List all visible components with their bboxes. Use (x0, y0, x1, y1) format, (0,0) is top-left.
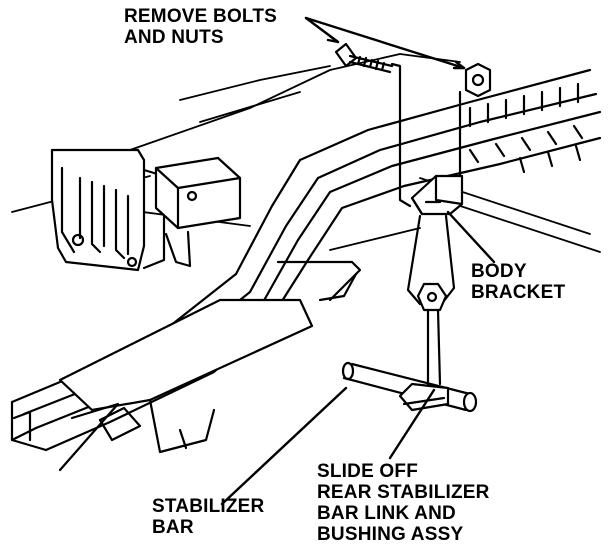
stabilizer-bar-link (406, 214, 456, 386)
callout-slide-off-line-2: REAR STABILIZER (317, 482, 490, 503)
bolt (334, 42, 412, 208)
body-bracket (410, 174, 464, 216)
callout-stabilizer-bar-line-2: BAR (152, 517, 194, 538)
callout-slide-off-line-4: BUSHING ASSY (317, 524, 464, 545)
crossmember (58, 260, 362, 472)
nut (458, 62, 492, 196)
callout-remove-bolts-line-1: REMOVE BOLTS (124, 6, 277, 27)
leader-lines (220, 16, 496, 506)
callout-remove-bolts-line-2: AND NUTS (124, 27, 224, 48)
callout-remove-bolts: REMOVE BOLTS AND NUTS (124, 6, 277, 48)
callout-slide-off-line-1: SLIDE OFF (317, 461, 419, 482)
callout-body-bracket-line-1: BODY (471, 261, 527, 282)
callout-slide-off-line-3: BAR LINK AND (317, 503, 456, 524)
spring-bracket (154, 156, 242, 268)
stabilizer-bar (341, 361, 478, 413)
callout-stabilizer-bar-line-1: STABILIZER (152, 496, 265, 517)
spring-hanger-plate (50, 148, 166, 272)
callout-slide-off-link: SLIDE OFF REAR STABILIZER BAR LINK AND B… (317, 461, 490, 545)
callout-stabilizer-bar: STABILIZER BAR (152, 496, 264, 538)
callout-body-bracket-line-2: BRACKET (471, 282, 566, 303)
callout-body-bracket: BODY BRACKET (471, 261, 565, 303)
